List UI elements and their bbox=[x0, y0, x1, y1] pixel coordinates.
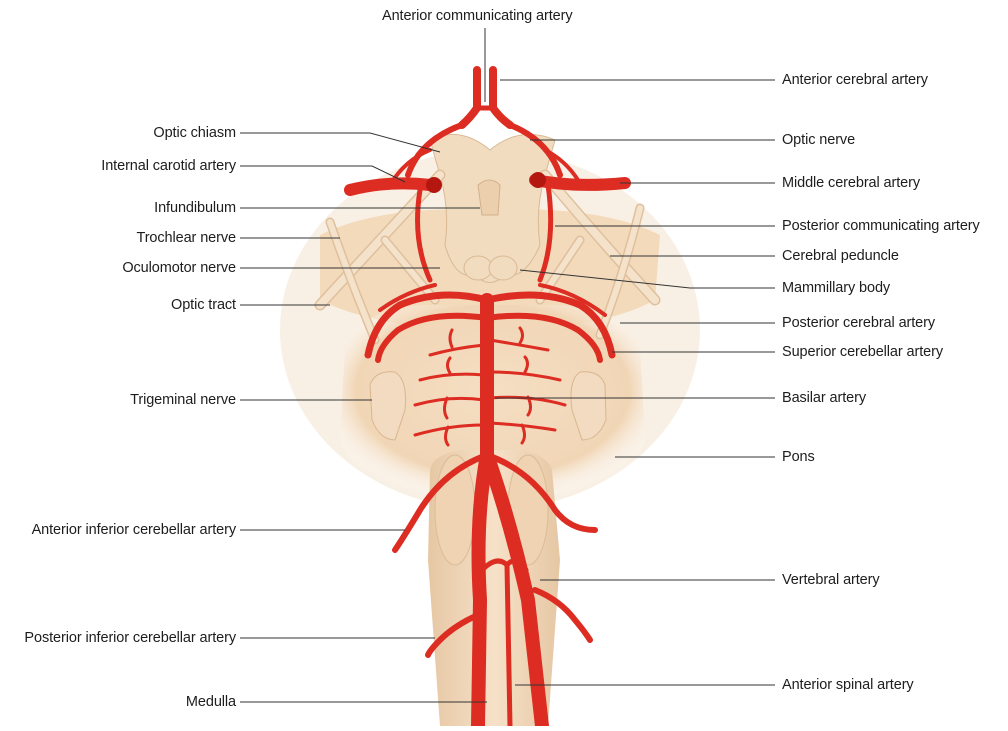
mammillary-left bbox=[464, 256, 492, 280]
label-basilar-artery: Basilar artery bbox=[782, 390, 866, 406]
label-internal-carotid-artery: Internal carotid artery bbox=[101, 158, 236, 174]
label-anterior-inferior-cerebellar-artery: Anterior inferior cerebellar artery bbox=[32, 522, 236, 538]
label-optic-chiasm: Optic chiasm bbox=[153, 125, 236, 141]
label-oculomotor-nerve: Oculomotor nerve bbox=[122, 260, 236, 276]
label-posterior-communicating-artery: Posterior communicating artery bbox=[782, 218, 980, 234]
mammillary-right bbox=[489, 256, 517, 280]
label-trochlear-nerve: Trochlear nerve bbox=[136, 230, 236, 246]
label-anterior-cerebral-artery: Anterior cerebral artery bbox=[782, 72, 928, 88]
infundibulum-shape bbox=[478, 180, 500, 215]
label-medulla: Medulla bbox=[186, 694, 236, 710]
label-posterior-cerebral-artery: Posterior cerebral artery bbox=[782, 315, 935, 331]
internal-carotid-left bbox=[426, 177, 442, 193]
label-mammillary-body: Mammillary body bbox=[782, 280, 890, 296]
anterior-cerebral-artery-left bbox=[462, 70, 477, 125]
label-cerebral-peduncle: Cerebral peduncle bbox=[782, 248, 899, 264]
label-vertebral-artery: Vertebral artery bbox=[782, 572, 880, 588]
label-trigeminal-nerve: Trigeminal nerve bbox=[130, 392, 236, 408]
label-superior-cerebellar-artery: Superior cerebellar artery bbox=[782, 344, 943, 360]
label-anterior-communicating-artery: Anterior communicating artery bbox=[382, 8, 573, 24]
internal-carotid-right bbox=[530, 172, 546, 188]
label-optic-tract: Optic tract bbox=[171, 297, 236, 313]
label-middle-cerebral-artery: Middle cerebral artery bbox=[782, 175, 920, 191]
label-anterior-spinal-artery: Anterior spinal artery bbox=[782, 677, 914, 693]
label-posterior-inferior-cerebellar-artery: Posterior inferior cerebellar artery bbox=[24, 630, 236, 646]
label-pons: Pons bbox=[782, 449, 815, 465]
label-infundibulum: Infundibulum bbox=[154, 200, 236, 216]
label-optic-nerve: Optic nerve bbox=[782, 132, 855, 148]
anterior-cerebral-artery-right bbox=[493, 70, 510, 125]
